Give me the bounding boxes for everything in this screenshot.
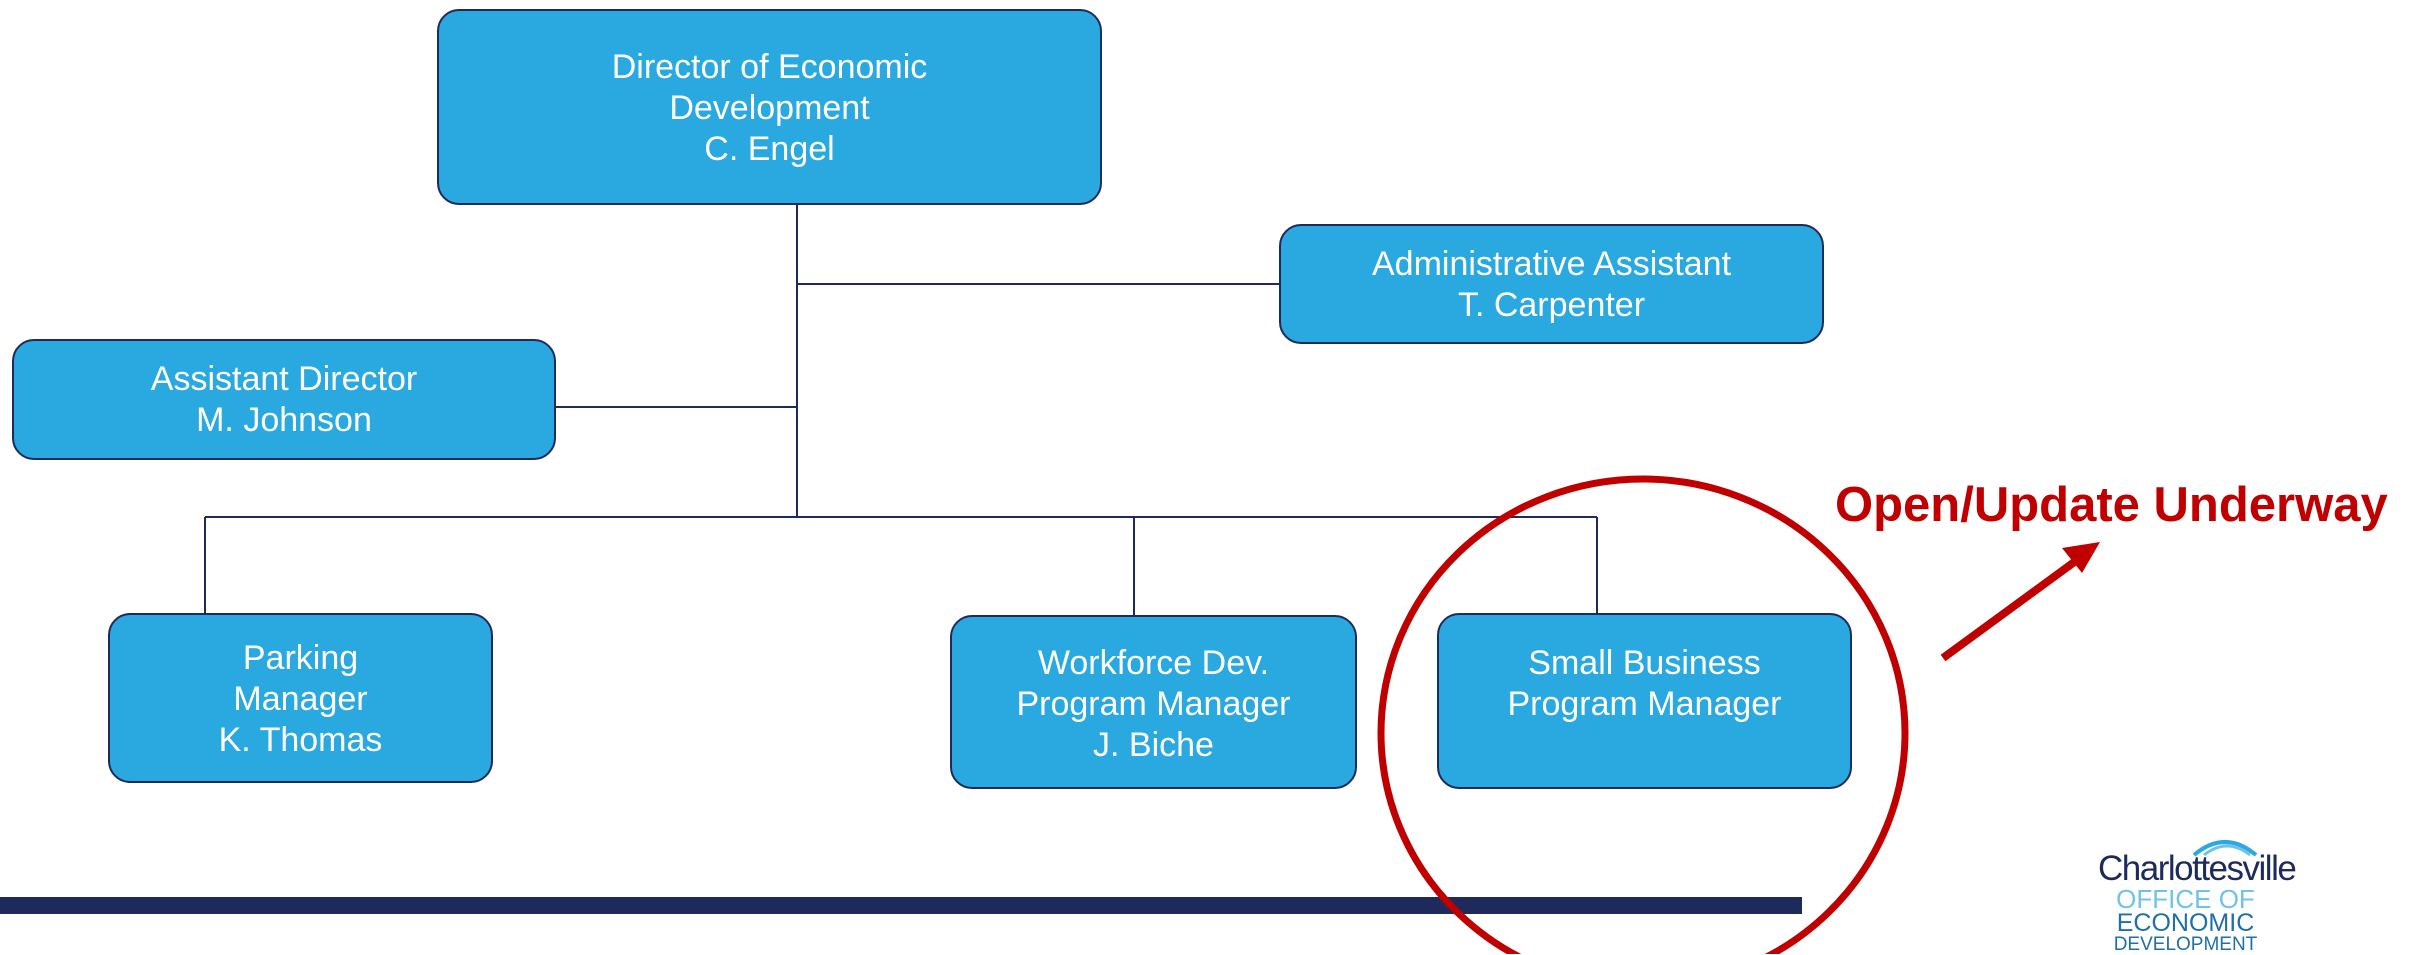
node-workforce-manager: Workforce Dev. Program Manager J. Biche bbox=[950, 615, 1357, 789]
office-logo: Charlottesville OFFICE OF ECONOMIC DEVEL… bbox=[2098, 835, 2297, 955]
node-parking-manager: Parking Manager K. Thomas bbox=[108, 613, 493, 783]
node-admin-assistant: Administrative Assistant T. Carpenter bbox=[1279, 224, 1824, 344]
node-director-title: Director of Economic bbox=[611, 48, 928, 86]
logo-city: Charlottesville bbox=[2098, 849, 2297, 888]
logo-arc-icon bbox=[2192, 840, 2258, 857]
node-parking-title: Parking bbox=[242, 639, 359, 677]
node-assistant-director-name: M. Johnson bbox=[196, 401, 372, 439]
node-small-business-manager: Small Business Program Manager bbox=[1437, 613, 1852, 789]
annotation-open-update: Open/Update Underway bbox=[1835, 478, 2388, 532]
node-assistant-director-title: Assistant Director bbox=[150, 360, 418, 398]
node-director-title-cont: Development bbox=[669, 89, 870, 127]
node-parking-name: K. Thomas bbox=[218, 721, 383, 759]
annotation-arrow-shaft bbox=[1940, 556, 2080, 662]
annotation-arrow-head bbox=[2062, 542, 2100, 573]
node-assistant-director: Assistant Director M. Johnson bbox=[12, 339, 556, 460]
node-workforce-title-cont: Program Manager bbox=[1016, 685, 1291, 723]
node-parking-title-cont: Manager bbox=[233, 680, 368, 718]
node-admin-assistant-title: Administrative Assistant bbox=[1371, 245, 1732, 283]
node-workforce-name: J. Biche bbox=[1093, 726, 1214, 764]
node-small-business-title: Small Business bbox=[1528, 644, 1761, 682]
node-small-business-title-cont: Program Manager bbox=[1507, 685, 1782, 723]
node-admin-assistant-name: T. Carpenter bbox=[1457, 286, 1646, 324]
footer-bar bbox=[0, 897, 1802, 914]
logo-line-2: ECONOMIC bbox=[2116, 909, 2255, 937]
highlight-circle bbox=[1377, 475, 1909, 954]
node-director: Director of Economic Development C. Enge… bbox=[437, 9, 1102, 205]
node-workforce-title: Workforce Dev. bbox=[1037, 644, 1270, 682]
logo-line-1: OFFICE OF bbox=[2116, 884, 2255, 914]
logo-line-3: DEVELOPMENT bbox=[2113, 934, 2258, 955]
node-director-name: C. Engel bbox=[704, 130, 835, 168]
